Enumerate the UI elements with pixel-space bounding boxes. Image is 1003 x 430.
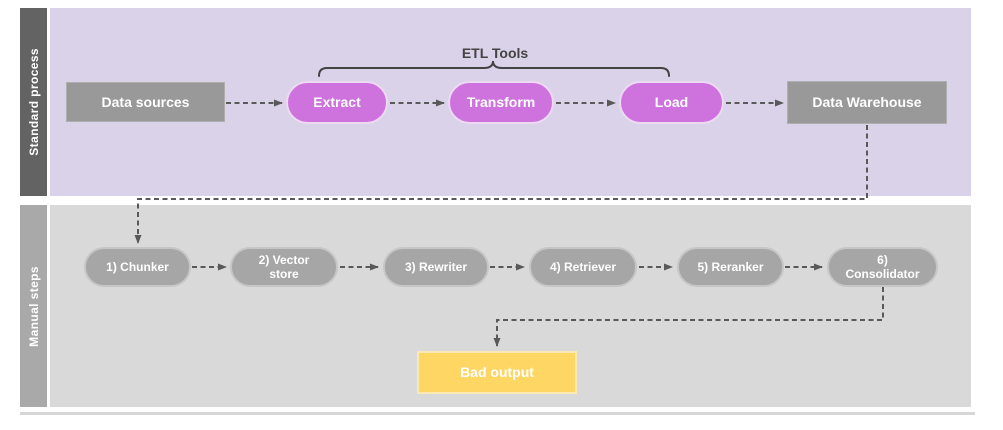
- manual-steps-lane-header: Manual steps: [20, 205, 47, 407]
- etl-tools-annotation: ETL Tools: [461, 45, 529, 61]
- node-consolidator: 6) Consolidator: [827, 247, 938, 287]
- node-extract: Extract: [286, 81, 388, 124]
- node-chunker-label: 1) Chunker: [106, 259, 169, 274]
- node-vector-store: 2) Vector store: [230, 247, 338, 287]
- node-transform-label: Transform: [466, 94, 536, 111]
- node-data-sources-label: Data sources: [101, 93, 190, 110]
- standard-process-lane-label: Standard process: [26, 48, 41, 156]
- manual-steps-lane-label: Manual steps: [26, 265, 41, 347]
- node-chunker: 1) Chunker: [84, 247, 191, 287]
- node-rewriter: 3) Rewriter: [383, 247, 489, 287]
- node-extract-label: Extract: [313, 94, 361, 111]
- node-load: Load: [619, 81, 724, 124]
- node-rewriter-label: 3) Rewriter: [404, 259, 468, 274]
- node-bad-output-label: Bad output: [460, 364, 534, 381]
- node-consolidator-label: 6) Consolidator: [845, 252, 920, 281]
- node-data-sources: Data sources: [66, 82, 225, 122]
- node-retriever-label: 4) Retriever: [549, 259, 617, 274]
- node-bad-output: Bad output: [417, 351, 577, 394]
- node-transform: Transform: [448, 81, 554, 124]
- standard-process-lane-header: Standard process: [20, 8, 47, 196]
- node-data-warehouse-label: Data Warehouse: [812, 94, 922, 111]
- node-reranker: 5) Reranker: [677, 247, 784, 287]
- node-reranker-label: 5) Reranker: [697, 259, 764, 274]
- node-data-warehouse: Data Warehouse: [787, 81, 947, 124]
- canvas-bottom-edge: [20, 412, 975, 415]
- node-vector-store-label: 2) Vector store: [258, 252, 310, 281]
- node-retriever: 4) Retriever: [529, 247, 637, 287]
- node-load-label: Load: [654, 94, 689, 111]
